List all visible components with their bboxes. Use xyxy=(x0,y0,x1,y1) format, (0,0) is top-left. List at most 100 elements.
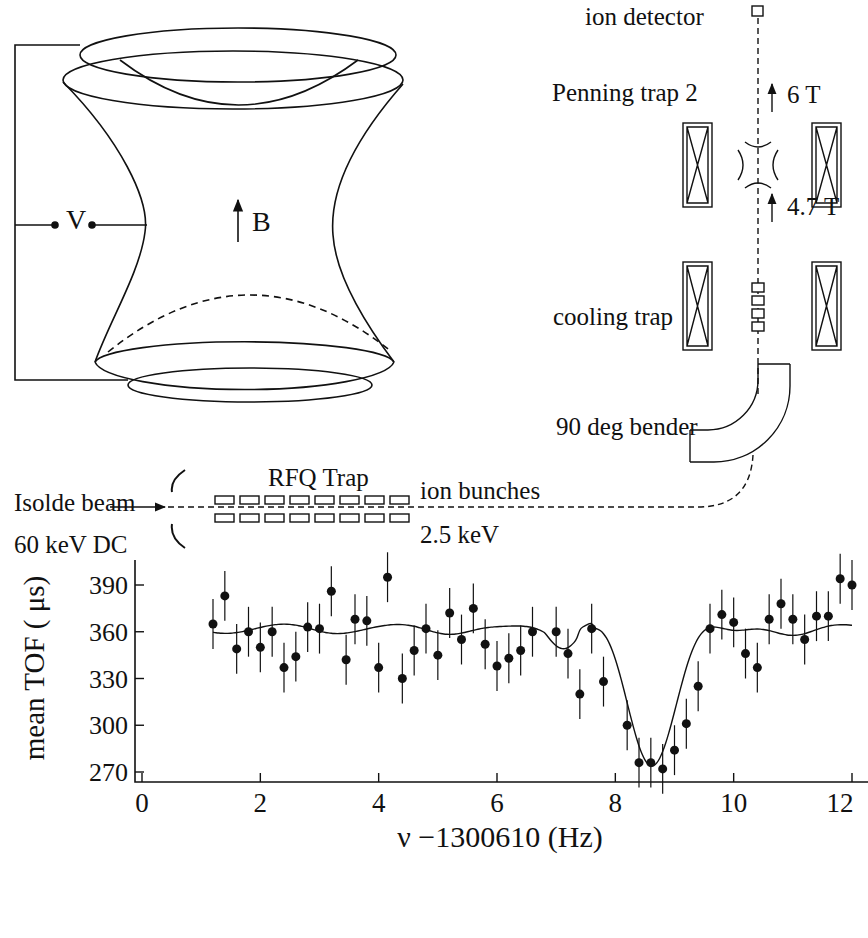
coil-cross xyxy=(816,266,837,346)
magnet-coil xyxy=(812,262,841,350)
data-point xyxy=(280,663,289,672)
data-point xyxy=(587,624,596,633)
entrance-electrode xyxy=(172,470,185,548)
part-name: RFQ Trap xyxy=(268,465,369,490)
x-tick-label: 6 xyxy=(490,790,504,817)
data-point xyxy=(848,581,857,590)
part-name: cooling trap xyxy=(553,304,673,329)
magnet-coil xyxy=(683,262,712,350)
rfq-segment xyxy=(315,496,334,504)
endcap-surface xyxy=(120,60,358,105)
field-arrow xyxy=(237,200,239,242)
endcap-hidden xyxy=(108,295,392,352)
endcap-rim xyxy=(128,368,372,402)
data-point xyxy=(362,616,371,625)
beam-path xyxy=(168,455,753,507)
beam-note: 2.5 keV xyxy=(420,522,499,547)
terminal xyxy=(89,222,95,228)
bender xyxy=(690,364,790,462)
x-tick-label: 4 xyxy=(372,790,386,817)
data-point xyxy=(445,609,454,618)
data-point xyxy=(315,624,324,633)
beam-note: 60 keV DC xyxy=(14,532,127,557)
coil-outline xyxy=(683,262,712,350)
rfq-segment xyxy=(340,496,359,504)
data-point xyxy=(635,758,644,767)
data-point xyxy=(741,649,750,658)
data-point xyxy=(374,663,383,672)
y-tick-label: 330 xyxy=(89,667,128,693)
x-tick xyxy=(378,773,379,782)
data-point xyxy=(788,615,797,624)
data-point xyxy=(599,677,608,686)
data-point xyxy=(422,624,431,633)
data-point xyxy=(777,599,786,608)
rfq-segment xyxy=(215,496,234,504)
data-point xyxy=(753,663,762,672)
beam-path xyxy=(757,18,758,395)
data-point xyxy=(469,604,478,613)
x-tick-label: 10 xyxy=(720,790,747,817)
data-point xyxy=(232,644,241,653)
data-point xyxy=(244,627,253,636)
y-tick xyxy=(135,631,144,632)
rfq-segment xyxy=(265,496,284,504)
axes xyxy=(135,560,868,782)
coil-cross xyxy=(687,127,708,203)
data-point xyxy=(717,610,726,619)
data-point xyxy=(836,574,845,583)
coil-cross xyxy=(687,266,708,346)
isoltrap-schematic xyxy=(110,6,841,548)
rfq-segment xyxy=(315,514,334,522)
data-point xyxy=(682,719,691,728)
y-tick-label: 360 xyxy=(89,620,128,646)
data-point xyxy=(516,646,525,655)
data-point xyxy=(398,674,407,683)
fit-curve xyxy=(213,623,852,766)
trap-electrodes xyxy=(738,142,778,188)
wire xyxy=(15,224,52,226)
data-point xyxy=(410,646,419,655)
data-point xyxy=(564,649,573,658)
wire xyxy=(15,45,128,380)
penning-trap-drawing xyxy=(15,28,403,402)
rfq-segment xyxy=(265,514,284,522)
x-tick xyxy=(496,773,497,782)
data-point xyxy=(504,654,513,663)
x-tick-label: 12 xyxy=(827,790,854,817)
data-point xyxy=(670,746,679,755)
x-tick xyxy=(733,773,734,782)
rfq-segment xyxy=(340,514,359,522)
data-point xyxy=(342,655,351,664)
data-point xyxy=(658,764,667,773)
data-point xyxy=(433,651,442,660)
part-name: ion detector xyxy=(585,4,704,29)
ring-electrode xyxy=(63,82,146,362)
y-tick-label: 390 xyxy=(89,573,128,599)
rfq-segment xyxy=(290,496,309,504)
coil-outline xyxy=(812,262,841,350)
field-label: B xyxy=(252,208,271,236)
field-value: 4.7 T xyxy=(787,194,839,219)
y-tick xyxy=(135,584,144,585)
rfq-electrodes xyxy=(215,496,409,522)
cooling-trap-electrodes xyxy=(752,283,764,331)
y-tick xyxy=(135,771,144,772)
x-tick xyxy=(851,773,852,782)
data-point xyxy=(729,618,738,627)
rfq-segment xyxy=(240,514,259,522)
x-tick-label: 8 xyxy=(609,790,623,817)
coil-cross xyxy=(816,127,837,203)
y-tick xyxy=(135,678,144,679)
electrode xyxy=(752,322,764,331)
data-point xyxy=(327,587,336,596)
electrode xyxy=(752,296,764,305)
data-point xyxy=(623,721,632,730)
field-value: 6 T xyxy=(787,82,821,107)
field-arrow xyxy=(771,194,772,222)
data-point xyxy=(457,635,466,644)
data-point xyxy=(800,635,809,644)
electrode xyxy=(752,309,764,318)
x-tick xyxy=(615,773,616,782)
